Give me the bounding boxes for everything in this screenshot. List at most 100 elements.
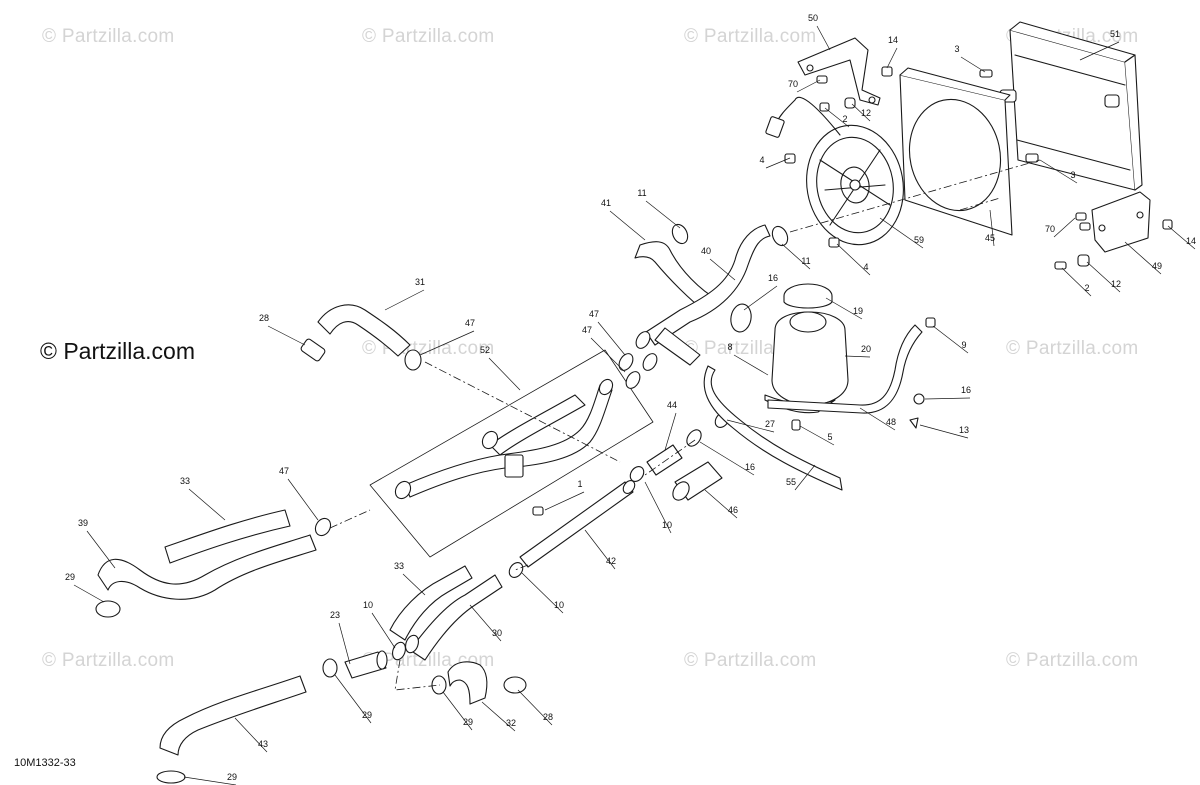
callout-number: 12 (861, 108, 871, 118)
leader-line (726, 419, 775, 433)
leader-line (733, 354, 769, 376)
callout-number: 70 (788, 79, 798, 89)
reservoir-cap (783, 283, 833, 309)
hose-30 (409, 574, 503, 661)
watermark: © Partzilla.com (684, 650, 817, 671)
clamp-47 (404, 349, 422, 371)
leader-line (521, 572, 564, 614)
leader-line (932, 325, 969, 354)
callout-number: 28 (543, 712, 553, 722)
leader-line (960, 56, 986, 73)
callout-number: 29 (227, 772, 237, 782)
leader-line (267, 325, 306, 346)
bolt-1 (532, 506, 544, 516)
leader-line (287, 478, 319, 521)
pipe-assembly-52 (369, 349, 654, 558)
fan-bracket-lower (1091, 191, 1151, 253)
callout-number: 33 (394, 561, 404, 571)
alignment-lines (329, 159, 1041, 691)
leader-line (886, 47, 898, 69)
leader-line (859, 407, 896, 431)
hose-43 (159, 675, 307, 756)
callout-number: 42 (606, 556, 616, 566)
callout-number: 1 (577, 479, 582, 489)
leader-line (989, 209, 995, 247)
watermark: © Partzilla.com (42, 650, 175, 671)
leader-line (590, 337, 626, 373)
callout-number: 27 (765, 419, 775, 429)
leader-line (384, 289, 425, 311)
callout-number: 29 (65, 572, 75, 582)
leader-line (442, 691, 473, 731)
leader-line (402, 573, 426, 596)
callout-number: 2 (1084, 283, 1089, 293)
callout-number: 12 (1111, 279, 1121, 289)
callout-number: 59 (914, 235, 924, 245)
leader-line (334, 674, 372, 724)
gasket-16 (730, 303, 752, 333)
leader-line (86, 530, 116, 569)
hose-33-lower (389, 565, 473, 641)
clamp-47 (314, 517, 332, 537)
clamp-10 (629, 466, 645, 482)
fan-bracket-upper (797, 37, 881, 106)
leader-line (844, 355, 871, 358)
hose-31 (317, 304, 411, 357)
clamp-16 (686, 429, 702, 447)
leader-line (924, 397, 971, 400)
leader-line (609, 210, 646, 241)
leader-line (699, 441, 755, 476)
callout-number: 10 (662, 520, 672, 530)
leader-line (704, 489, 738, 519)
callout-number: 9 (961, 340, 966, 350)
callout-number: 31 (415, 277, 425, 287)
callout-number: 70 (1045, 224, 1055, 234)
watermark: © Partzilla.com (684, 26, 817, 47)
leader-line (544, 491, 585, 511)
cooling-fan (806, 124, 904, 246)
watermark: © Partzilla.com (362, 26, 495, 47)
callout-number: 8 (727, 342, 732, 352)
callout-number: 28 (259, 313, 269, 323)
callout-number: 46 (728, 505, 738, 515)
clamp-11 (671, 223, 689, 245)
leader-line (709, 258, 736, 281)
leader-line (825, 297, 863, 320)
leader-line (836, 243, 871, 276)
watermark-main: © Partzilla.com (40, 338, 195, 364)
tube-42 (519, 481, 634, 568)
callout-number: 16 (961, 385, 971, 395)
leader-line (794, 464, 816, 491)
callout-number: 11 (637, 188, 646, 198)
callout-number: 47 (589, 309, 599, 319)
callout-number: 20 (861, 344, 871, 354)
callout-number: 23 (330, 610, 340, 620)
leader-line (645, 200, 681, 229)
leader-line (824, 107, 850, 128)
callout-number: 39 (78, 518, 88, 528)
leader-line (234, 717, 268, 753)
callout-number: 11 (801, 256, 810, 266)
callout-number: 13 (959, 425, 969, 435)
callout-number: 41 (601, 198, 611, 208)
leader-line (796, 79, 821, 93)
leader-line (338, 622, 351, 665)
callout-number: 55 (786, 477, 796, 487)
callout-number: 48 (886, 417, 896, 427)
leader-lines (73, 25, 1196, 785)
leader-line (517, 689, 553, 726)
callout-number: 19 (853, 306, 863, 316)
callout-number: 51 (1110, 29, 1120, 39)
clamp-10 (392, 641, 406, 661)
leader-line (371, 612, 396, 649)
figure-code: 10M1332-33 (14, 757, 76, 769)
clamp-47 (625, 371, 641, 389)
elbow-32 (447, 661, 488, 705)
callout-number: 4 (759, 155, 764, 165)
clamp-29 (156, 770, 186, 784)
clamp-10 (405, 634, 419, 654)
callout-number: 29 (362, 710, 372, 720)
